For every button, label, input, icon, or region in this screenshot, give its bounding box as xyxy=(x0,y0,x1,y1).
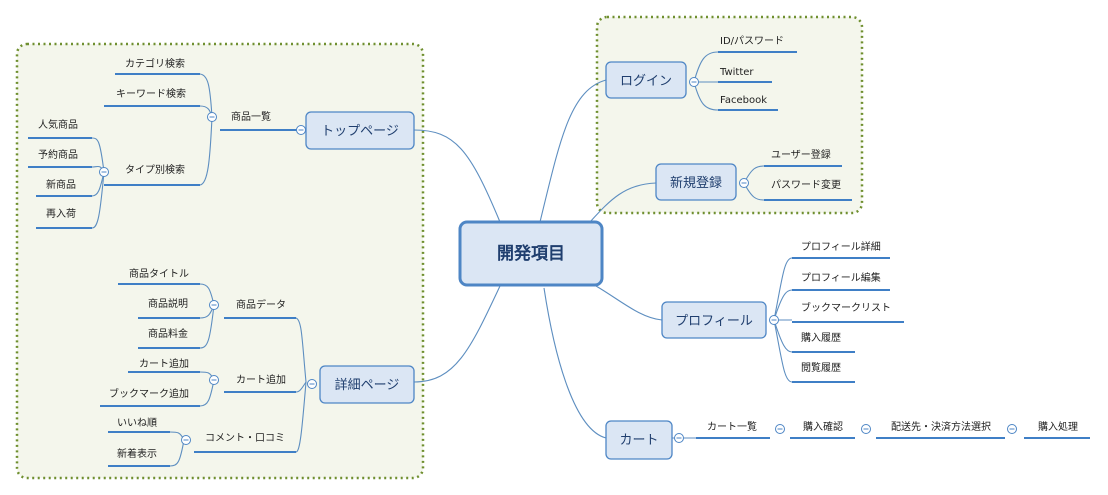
product-description[interactable]: 商品説明 xyxy=(148,297,188,310)
popular-products[interactable]: 人気商品 xyxy=(38,118,78,131)
node-top-page-label: トップページ xyxy=(321,124,399,139)
detail-links xyxy=(100,283,307,467)
collapse-icon[interactable] xyxy=(209,375,219,385)
collapse-icon[interactable] xyxy=(769,315,779,325)
collapse-toggles xyxy=(99,77,1017,445)
product-list[interactable]: 商品一覧 xyxy=(231,110,271,123)
node-cart-label: カート xyxy=(619,433,658,448)
sort-by-likes[interactable]: いいね順 xyxy=(117,417,157,429)
preorder-products[interactable]: 予約商品 xyxy=(38,148,78,161)
node-cart[interactable]: カート xyxy=(605,420,673,460)
profile-bookmark-list[interactable]: ブックマークリスト xyxy=(801,301,891,314)
node-detail-page[interactable]: 詳細ページ xyxy=(319,365,415,404)
collapse-icon[interactable] xyxy=(775,424,785,434)
signup-links xyxy=(743,165,852,201)
cart-purchase-process[interactable]: 購入処理 xyxy=(1038,420,1078,433)
new-products[interactable]: 新商品 xyxy=(46,178,76,191)
node-profile[interactable]: プロフィール xyxy=(661,301,767,339)
node-login-label: ログイン xyxy=(620,74,672,89)
profile-details[interactable]: プロフィール詳細 xyxy=(801,240,881,253)
profile-purchase-history[interactable]: 購入履歴 xyxy=(801,331,841,344)
profile-view-history[interactable]: 閲覧履歴 xyxy=(801,362,841,374)
restock-products[interactable]: 再入荷 xyxy=(46,208,76,220)
login-id-password[interactable]: ID/パスワード xyxy=(720,35,784,47)
top-links xyxy=(28,73,306,229)
central-node-label: 開発項目 xyxy=(497,243,565,264)
product-price[interactable]: 商品料金 xyxy=(148,327,188,340)
collapse-icon[interactable] xyxy=(689,77,699,87)
cart-add-item[interactable]: カート追加 xyxy=(139,357,189,370)
collapse-icon[interactable] xyxy=(307,379,317,389)
login-links xyxy=(693,51,797,111)
collapse-icon[interactable] xyxy=(674,433,684,443)
cart-confirm[interactable]: 購入確認 xyxy=(803,420,843,433)
node-signup[interactable]: 新規登録 xyxy=(655,163,737,201)
node-login[interactable]: ログイン xyxy=(605,61,687,99)
cart-list[interactable]: カート一覧 xyxy=(707,421,757,433)
collapse-icon[interactable] xyxy=(99,167,109,177)
main-links xyxy=(413,79,663,439)
profile-edit[interactable]: プロフィール編集 xyxy=(801,271,881,284)
collapse-icon[interactable] xyxy=(296,125,306,135)
product-title[interactable]: 商品タイトル xyxy=(129,267,189,280)
collapse-icon[interactable] xyxy=(209,300,219,310)
signup-user-registration[interactable]: ユーザー登録 xyxy=(771,148,831,161)
bookmark-add[interactable]: ブックマーク追加 xyxy=(109,387,189,400)
category-search[interactable]: カテゴリ検索 xyxy=(125,57,185,70)
collapse-icon[interactable] xyxy=(1007,424,1017,434)
type-search[interactable]: タイプ別検索 xyxy=(125,163,185,176)
keyword-search[interactable]: キーワード検索 xyxy=(116,87,186,100)
comments-reviews[interactable]: コメント・口コミ xyxy=(205,433,285,444)
node-profile-label: プロフィール xyxy=(675,314,753,329)
collapse-icon[interactable] xyxy=(207,112,217,122)
login-facebook[interactable]: Facebook xyxy=(720,95,767,106)
signup-password-change[interactable]: パスワード変更 xyxy=(771,178,841,191)
node-top-page[interactable]: トップページ xyxy=(305,111,415,150)
top-detail-boundary xyxy=(15,42,425,480)
sort-by-newest[interactable]: 新着表示 xyxy=(117,447,157,460)
node-detail-page-label: 詳細ページ xyxy=(335,377,400,393)
product-data[interactable]: 商品データ xyxy=(236,298,286,311)
collapse-icon[interactable] xyxy=(181,435,191,445)
cart-shipping-payment[interactable]: 配送先・決済方法選択 xyxy=(891,420,991,433)
profile-links xyxy=(773,257,904,383)
cart-add-group[interactable]: カート追加 xyxy=(236,373,286,386)
central-node[interactable]: 開発項目 xyxy=(458,220,604,287)
node-signup-label: 新規登録 xyxy=(670,175,722,191)
collapse-icon[interactable] xyxy=(739,178,749,188)
collapse-icon[interactable] xyxy=(861,424,871,434)
login-twitter[interactable]: Twitter xyxy=(719,67,754,78)
